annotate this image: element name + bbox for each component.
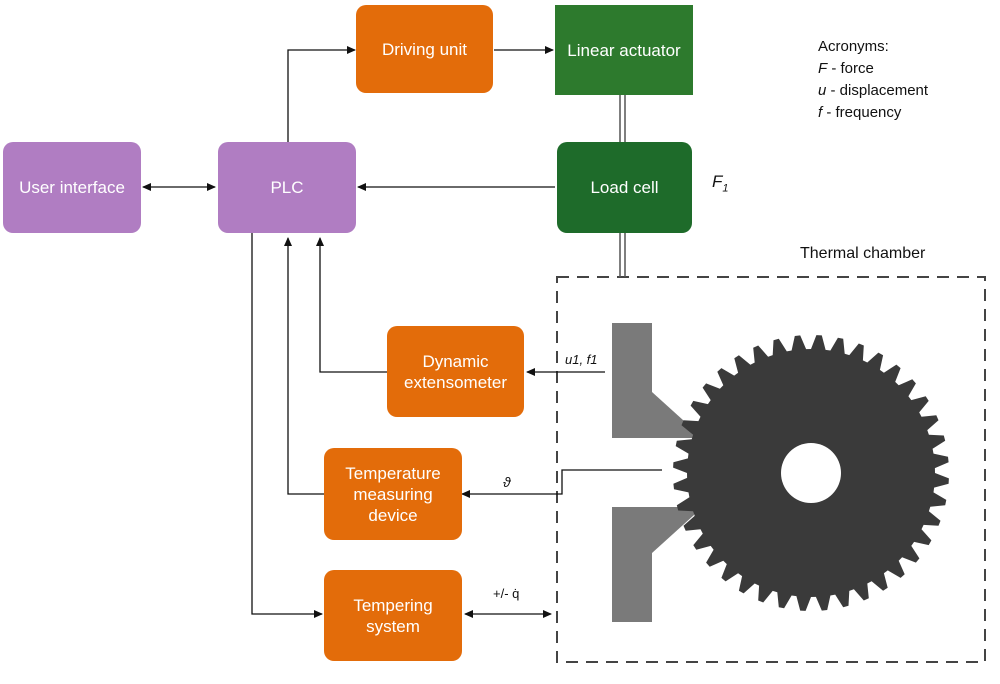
plc-block: PLC xyxy=(218,142,356,233)
driving-unit-block: Driving unit xyxy=(356,5,493,93)
acronyms-legend: Acronyms: F - force u - displacement f -… xyxy=(818,36,928,124)
connector-temperature-plc xyxy=(284,237,324,495)
legend-item-frequency: f - frequency xyxy=(818,104,902,121)
theta-label: ϑ xyxy=(503,474,511,490)
rod-loadcell-chamber xyxy=(619,233,626,277)
legend-item-displacement: u - displacement xyxy=(818,82,929,99)
thermal-chamber-title: Thermal chamber xyxy=(800,245,926,262)
load-cell-block: Load cell xyxy=(557,142,692,233)
tempering-system-block: Tempering system xyxy=(324,570,462,661)
connector-extensometer-plc xyxy=(316,237,387,373)
connector-plc-driving-unit xyxy=(287,46,356,142)
rod-actuator-loadcell xyxy=(619,95,626,142)
gear-bore xyxy=(781,443,841,503)
connector-plc-tempering xyxy=(251,233,323,618)
dynamic-extensometer-block: Dynamic extensometer xyxy=(387,326,524,417)
lower-clamp xyxy=(612,507,694,622)
legend-title: Acronyms: xyxy=(818,38,889,55)
connector-chamber-temperature xyxy=(461,469,662,498)
thermal-chamber-border xyxy=(556,276,986,663)
linear-actuator-block: Linear actuator xyxy=(555,5,693,95)
user-interface-block: User interface xyxy=(3,142,141,233)
u1-f1-label: u1, f1 xyxy=(565,352,598,367)
force-label: F1 xyxy=(712,172,729,195)
temperature-measuring-device-block: Temperature measuring device xyxy=(324,448,462,540)
legend-item-force: F - force xyxy=(818,60,874,77)
heat-flow-label: +/- q̇ xyxy=(493,586,520,601)
upper-clamp xyxy=(612,323,694,438)
